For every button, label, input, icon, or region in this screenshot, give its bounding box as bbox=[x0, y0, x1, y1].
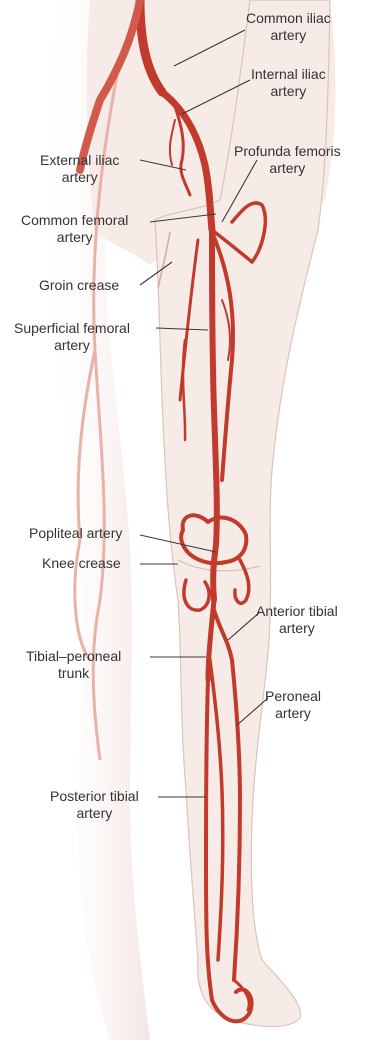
label-common-iliac-artery: Common iliac artery bbox=[246, 10, 331, 44]
label-external-iliac-artery: External iliac artery bbox=[40, 152, 119, 186]
label-line: artery bbox=[50, 805, 139, 822]
label-line: artery bbox=[21, 229, 128, 246]
label-internal-iliac-artery: Internal iliac artery bbox=[251, 66, 326, 100]
label-peroneal-artery: Peroneal artery bbox=[265, 688, 321, 722]
label-line: artery bbox=[265, 705, 321, 722]
label-line: Profunda femoris bbox=[234, 143, 341, 160]
label-line: Popliteal artery bbox=[29, 525, 122, 542]
label-groin-crease: Groin crease bbox=[39, 277, 119, 294]
label-line: Common femoral bbox=[21, 212, 128, 229]
label-line: Internal iliac bbox=[251, 66, 326, 83]
label-line: artery bbox=[256, 620, 338, 637]
label-line: Common iliac bbox=[246, 10, 331, 27]
label-line: artery bbox=[40, 169, 119, 186]
label-profunda-femoris-artery: Profunda femoris artery bbox=[234, 143, 341, 177]
label-line: Knee crease bbox=[42, 555, 121, 572]
label-posterior-tibial-artery: Posterior tibial artery bbox=[50, 788, 139, 822]
label-tibial-peroneal-trunk: Tibial–peroneal trunk bbox=[26, 648, 121, 682]
label-popliteal-artery: Popliteal artery bbox=[29, 525, 122, 542]
label-anterior-tibial-artery: Anterior tibial artery bbox=[256, 603, 338, 637]
label-line: Anterior tibial bbox=[256, 603, 338, 620]
label-line: Peroneal bbox=[265, 688, 321, 705]
label-line: Tibial–peroneal bbox=[26, 648, 121, 665]
label-line: Posterior tibial bbox=[50, 788, 139, 805]
label-line: Superficial femoral bbox=[14, 320, 130, 337]
label-line: trunk bbox=[26, 665, 121, 682]
label-knee-crease: Knee crease bbox=[42, 555, 121, 572]
label-line: External iliac bbox=[40, 152, 119, 169]
label-line: Groin crease bbox=[39, 277, 119, 294]
label-line: artery bbox=[246, 27, 331, 44]
label-line: artery bbox=[234, 160, 341, 177]
label-superficial-femoral-artery: Superficial femoral artery bbox=[14, 320, 130, 354]
label-line: artery bbox=[251, 83, 326, 100]
label-common-femoral-artery: Common femoral artery bbox=[21, 212, 128, 246]
label-line: artery bbox=[14, 337, 130, 354]
